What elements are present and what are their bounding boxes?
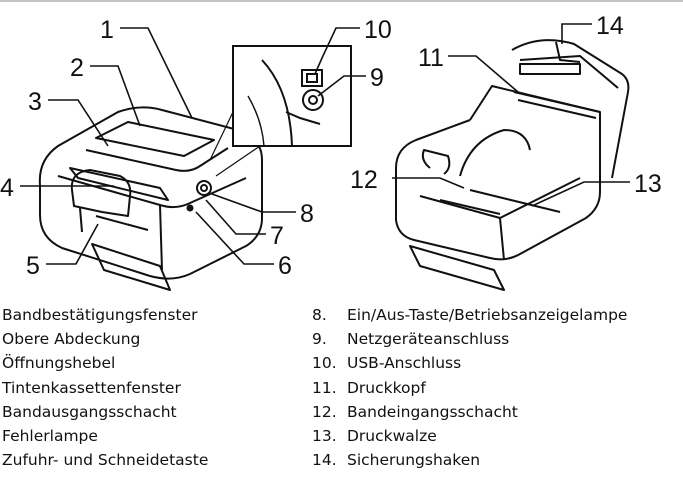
legend-right-column: 8.Ein/Aus-Taste/Betriebsanzeigelampe 9.N… [312,303,627,472]
callout-9: 9 [370,64,384,92]
closed-printer-illustration [38,106,263,291]
legend-item: 8.Ein/Aus-Taste/Betriebsanzeigelampe [312,306,628,324]
callout-6: 6 [278,252,292,280]
callout-12: 12 [350,166,378,194]
legend-left-column: Bandbestätigungsfenster Obere Abdeckung … [2,303,208,472]
callout-2: 2 [70,54,84,82]
legend-item: 12.Bandeingangsschacht [312,402,518,421]
connector-inset [209,45,352,177]
open-printer-illustration [395,39,630,291]
callout-numbers: 1 2 3 4 5 6 7 8 9 10 11 12 13 14 [0,12,662,280]
callout-leaders [20,23,630,265]
callout-5: 5 [26,252,40,280]
legend-item: 14.Sicherungshaken [312,451,481,470]
legend-item: Bandbestätigungsfenster [2,306,198,324]
legend-item: Bandausgangsschacht [2,402,177,421]
legend-item: Fehlerlampe [2,426,98,445]
callout-10: 10 [364,16,392,44]
callout-8: 8 [300,200,314,228]
legend-item: Obere Abdeckung [2,330,141,349]
legend-item: Zufuhr- und Schneidetaste [2,451,209,470]
legend-item: 10.USB-Anschluss [312,354,462,373]
legend-item: 13.Druckwalze [312,426,437,445]
callout-14: 14 [596,12,624,40]
callout-1: 1 [100,16,114,44]
legend-item: Öffnungshebel [2,354,116,373]
legend-item: 11.Druckkopf [312,378,426,397]
callout-7: 7 [270,222,284,250]
callout-3: 3 [28,88,42,116]
printer-diagram: 1 2 3 4 5 6 7 8 9 10 11 12 13 14 [0,0,683,291]
callout-13: 13 [634,170,662,198]
legend-item: Tintenkassettenfenster [2,378,181,397]
callout-11: 11 [418,44,444,72]
legend-item: 9.Netzgeräteanschluss [312,330,510,349]
callout-4: 4 [0,174,14,202]
